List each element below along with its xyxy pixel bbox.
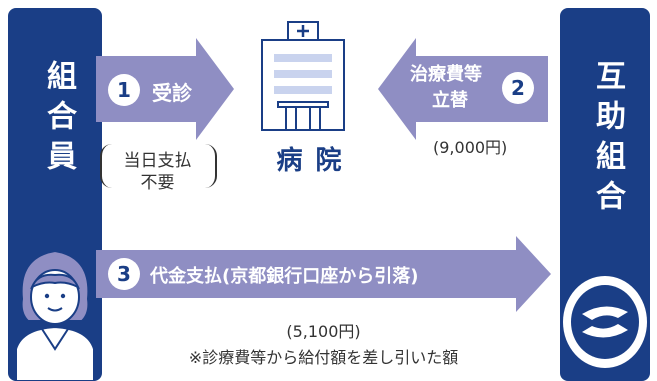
- step3-note: ※診療費等から給付額を差し引いた額: [188, 348, 459, 367]
- step3-amount: (5,100円): [286, 322, 361, 341]
- arrow-step1: [96, 38, 234, 140]
- step2-label-line1: 治療費等: [410, 64, 482, 85]
- step1-label: 受診: [152, 81, 192, 105]
- mutual-aid-logo-icon: [563, 276, 647, 368]
- step1-note-line2: 不要: [140, 173, 175, 193]
- mutual-aid-label: 互助組合: [590, 60, 625, 220]
- step1-number: 1: [108, 74, 140, 106]
- step2-amount: (9,000円): [433, 138, 508, 157]
- hospital-label: 病 院: [276, 146, 344, 176]
- step3-number: 3: [108, 258, 140, 290]
- arrow-step2: [378, 38, 548, 140]
- step1-note-left-bracket: [100, 144, 112, 188]
- step2-label-line2: 立替: [432, 90, 468, 111]
- step1-note-line1: 当日支払: [123, 151, 192, 171]
- step1-note-right-bracket: [205, 144, 217, 188]
- hospital-building-icon: [261, 21, 345, 131]
- arrow-step3: [96, 236, 551, 312]
- member-label: 組合員: [41, 60, 76, 180]
- member-avatar-icon: [15, 249, 95, 381]
- step2-number: 2: [502, 72, 534, 104]
- step3-label: 代金支払(京都銀行口座から引落): [150, 266, 419, 287]
